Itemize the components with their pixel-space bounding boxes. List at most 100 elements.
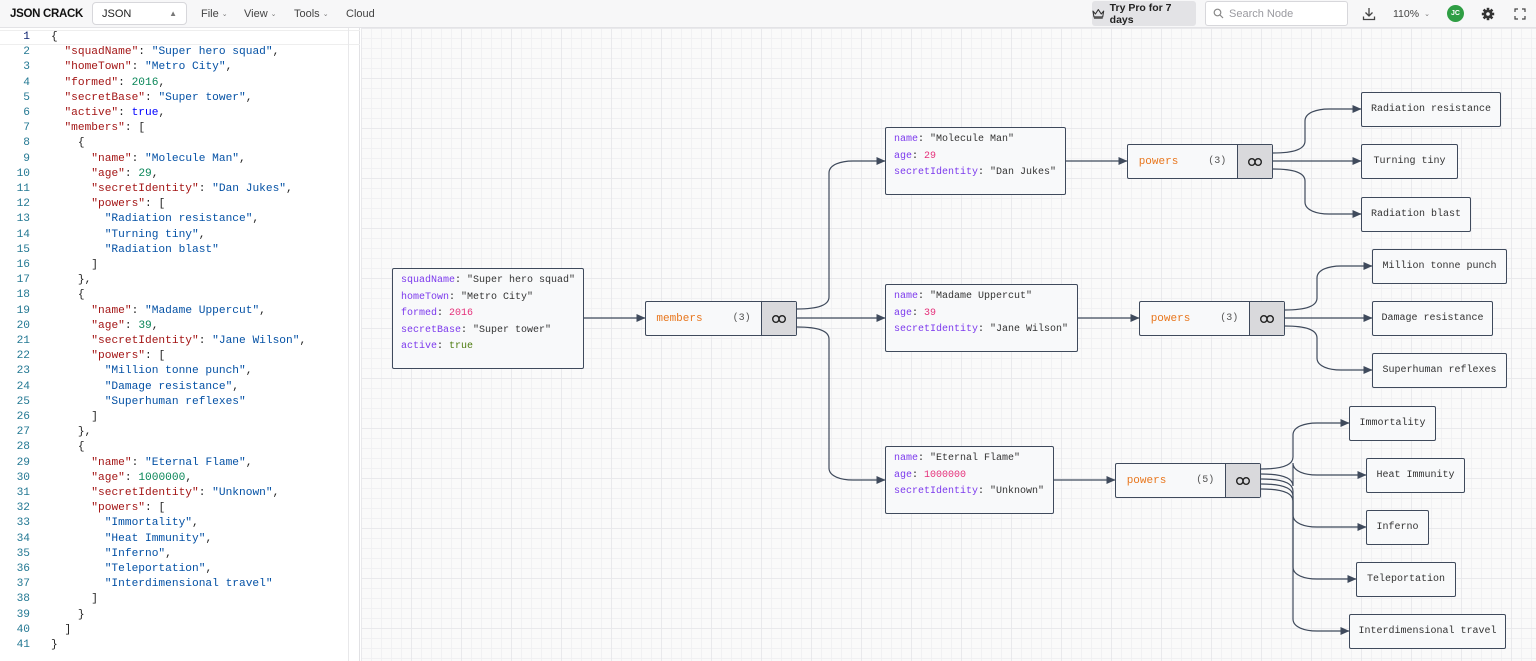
code-line[interactable]: 35 "Inferno", — [0, 547, 348, 562]
code-line[interactable]: 9 "name": "Molecule Man", — [0, 152, 348, 167]
code-line[interactable]: 3 "homeTown": "Metro City", — [0, 60, 348, 75]
node-key: name — [894, 134, 919, 145]
code-line[interactable]: 16 ] — [0, 258, 348, 273]
power-leaf-node[interactable]: Interdimensional travel — [1349, 614, 1506, 649]
code-line[interactable]: 5 "secretBase": "Super tower", — [0, 91, 348, 106]
line-number: 11 — [16, 183, 30, 195]
code-line[interactable]: 19 "name": "Madame Uppercut", — [0, 304, 348, 319]
menu-cloud[interactable]: Cloud — [346, 0, 375, 28]
code-line[interactable]: 18 { — [0, 288, 348, 303]
code-line[interactable]: 1{ — [0, 30, 348, 45]
code-line[interactable]: 25 "Superhuman reflexes" — [0, 395, 348, 410]
members-array-node[interactable]: members(3) — [645, 301, 797, 336]
power-leaf-node[interactable]: Superhuman reflexes — [1372, 353, 1507, 388]
app-logo[interactable]: JSON CRACK — [10, 8, 84, 20]
code-line[interactable]: 24 "Damage resistance", — [0, 380, 348, 395]
power-leaf-node[interactable]: Turning tiny — [1361, 144, 1458, 179]
code-line[interactable]: 32 "powers": [ — [0, 501, 348, 516]
power-leaf-node[interactable]: Radiation blast — [1361, 197, 1471, 232]
code-line[interactable]: 6 "active": true, — [0, 106, 348, 121]
code-line[interactable]: 15 "Radiation blast" — [0, 243, 348, 258]
power-leaf-node[interactable]: Inferno — [1366, 510, 1429, 545]
format-select[interactable]: JSON ▲︎ — [92, 2, 187, 25]
code-line[interactable]: 14 "Turning tiny", — [0, 228, 348, 243]
code-text: ] — [91, 411, 99, 423]
code-editor[interactable]: 1{2 "squadName": "Super hero squad",3 "h… — [0, 28, 360, 661]
line-number: 10 — [16, 167, 30, 180]
try-pro-button[interactable]: Try Pro for 7 days — [1092, 1, 1196, 26]
code-line[interactable]: 34 "Heat Immunity", — [0, 532, 348, 547]
code-text: "Interdimensional travel" — [104, 578, 273, 591]
powers-array-node[interactable]: powers(3) — [1127, 144, 1273, 179]
power-leaf-node[interactable]: Immortality — [1349, 406, 1436, 441]
code-line[interactable]: 2 "squadName": "Super hero squad", — [0, 45, 348, 60]
code-line[interactable]: 26 ] — [0, 410, 348, 425]
code-line[interactable]: 40 ] — [0, 623, 348, 638]
code-line[interactable]: 33 "Immortality", — [0, 516, 348, 531]
settings-button[interactable] — [1480, 0, 1496, 28]
graph-edge — [1260, 419, 1350, 470]
code-line[interactable]: 7 "members": [ — [0, 121, 348, 136]
code-line[interactable]: 20 "age": 39, — [0, 319, 348, 334]
code-line[interactable]: 38 ] — [0, 592, 348, 607]
node-value: "Jane Wilson" — [990, 324, 1069, 335]
menu-tools[interactable]: Tools⌄ — [294, 0, 329, 28]
node-key: age — [894, 150, 913, 162]
line-number: 29 — [16, 456, 30, 469]
expand-link-button[interactable] — [761, 302, 796, 335]
code-line[interactable]: 8 { — [0, 136, 348, 151]
root-object-node[interactable]: squadName: "Super hero squad" homeTown: … — [392, 268, 584, 369]
zoom-control[interactable]: 110%⌄ — [1393, 0, 1430, 28]
line-number: 34 — [16, 532, 30, 545]
member-object-node[interactable]: name: "Eternal Flame" age: 1000000 secre… — [885, 446, 1054, 514]
code-line[interactable]: 13 "Radiation resistance", — [0, 212, 348, 227]
code-text: "age": 29, — [91, 167, 159, 180]
avatar[interactable]: JC — [1447, 5, 1464, 22]
graph-canvas[interactable]: squadName: "Super hero squad" homeTown: … — [361, 28, 1536, 661]
code-line[interactable]: 22 "powers": [ — [0, 349, 348, 364]
code-text: "Turning tiny", — [104, 228, 206, 241]
menu-view[interactable]: View⌄ — [244, 0, 277, 28]
code-text: } — [77, 608, 85, 621]
expand-link-button[interactable] — [1225, 464, 1260, 497]
power-leaf-node[interactable]: Heat Immunity — [1366, 458, 1465, 493]
powers-array-node[interactable]: powers(3) — [1139, 301, 1285, 336]
code-line[interactable]: 27 }, — [0, 425, 348, 440]
code-line[interactable]: 23 "Million tonne punch", — [0, 364, 348, 379]
code-line[interactable]: 29 "name": "Eternal Flame", — [0, 456, 348, 471]
power-leaf-node[interactable]: Radiation resistance — [1361, 92, 1501, 127]
power-leaf-node[interactable]: Damage resistance — [1372, 301, 1493, 336]
power-leaf-node[interactable]: Million tonne punch — [1372, 249, 1507, 284]
code-line[interactable]: 12 "powers": [ — [0, 197, 348, 212]
menu-file[interactable]: File⌄ — [201, 0, 228, 28]
line-number: 38 — [16, 593, 30, 606]
code-line[interactable]: 11 "secretIdentity": "Dan Jukes", — [0, 182, 348, 197]
code-line[interactable]: 28 { — [0, 440, 348, 455]
editor-scrollbar[interactable] — [348, 28, 349, 661]
code-line[interactable]: 10 "age": 29, — [0, 167, 348, 182]
powers-array-node[interactable]: powers(5) — [1115, 463, 1261, 498]
code-line[interactable]: 39 } — [0, 608, 348, 623]
code-line[interactable]: 4 "formed": 2016, — [0, 76, 348, 91]
code-line[interactable]: 36 "Teleportation", — [0, 562, 348, 577]
code-line[interactable]: 17 }, — [0, 273, 348, 288]
code-line[interactable]: 41} — [0, 638, 348, 653]
code-line[interactable]: 37 "Interdimensional travel" — [0, 577, 348, 592]
expand-link-button[interactable] — [1249, 302, 1284, 335]
member-object-node[interactable]: name: "Molecule Man" age: 29 secretIdent… — [885, 127, 1066, 195]
chevron-down-icon: ⌄ — [270, 11, 277, 18]
code-line[interactable]: 31 "secretIdentity": "Unknown", — [0, 486, 348, 501]
node-key: age — [894, 469, 913, 481]
search-node-input[interactable] — [1229, 7, 1339, 20]
fullscreen-button[interactable] — [1513, 0, 1527, 28]
code-line[interactable]: 30 "age": 1000000, — [0, 471, 348, 486]
code-line[interactable]: 21 "secretIdentity": "Jane Wilson", — [0, 334, 348, 349]
line-number: 1 — [23, 31, 30, 43]
download-button[interactable] — [1360, 0, 1378, 28]
power-leaf-node[interactable]: Teleportation — [1356, 562, 1456, 597]
code-text: "secretIdentity": "Dan Jukes", — [91, 183, 293, 195]
expand-link-button[interactable] — [1237, 145, 1272, 178]
member-object-node[interactable]: name: "Madame Uppercut" age: 39 secretId… — [885, 284, 1078, 352]
node-row: secretIdentity: "Jane Wilson" — [894, 324, 1069, 335]
link-icon — [1236, 476, 1250, 485]
